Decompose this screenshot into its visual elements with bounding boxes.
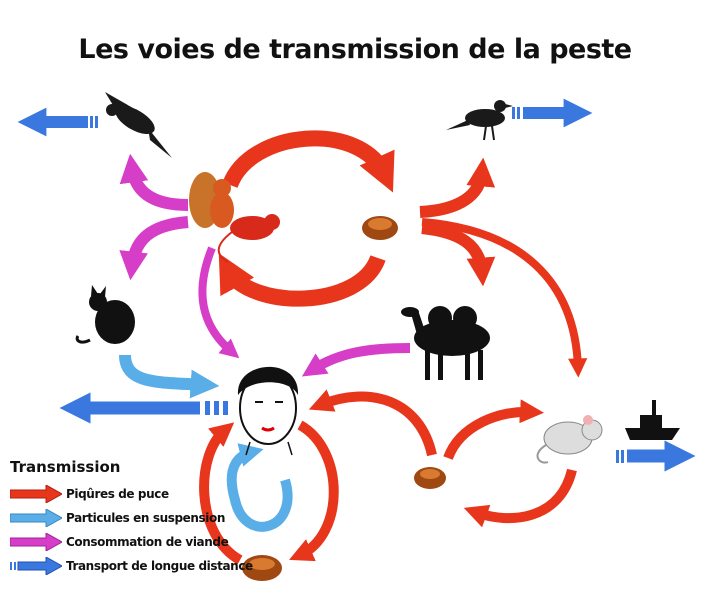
flea-icon [414,467,446,489]
light-blue-arrow-icon [10,509,62,527]
flea-bite-arrow-to-camel [421,222,496,287]
flea-bite-arrow-flea-to-human-left [199,422,243,565]
airborne-arrow-human-cycle [226,443,293,532]
flea-bite-arrow-rodent-to-flea [222,130,395,193]
legend-label: Piqûres de puce [66,487,169,501]
legend-item-airborne: Particules en suspension [10,506,253,530]
squirrel-icon [189,172,234,228]
flea-bite-arrow-human-to-flea [289,420,339,562]
transport-arrow-ship [616,440,696,472]
flea-bite-arrow-flea-to-human [308,389,437,457]
bird-icon [446,100,513,141]
crow-icon [105,92,172,158]
camel-icon [401,306,490,380]
flea-bite-arrow-to-rat [421,218,588,378]
ship-icon [625,400,680,440]
cat-icon [75,285,135,344]
meat-arrow-to-cat [119,216,189,281]
legend-heading: Transmission [10,458,121,476]
human-face-icon [237,366,299,456]
flea-bite-arrow-to-bird [419,157,496,218]
legend-label: Transport de longue distance [66,559,253,573]
blue-arrow-icon [10,557,62,575]
flea-icon [362,216,398,240]
legend-label: Consommation de viande [66,535,229,549]
mouse-icon [217,214,280,263]
flea-icon [242,555,282,581]
magenta-arrow-icon [10,533,62,551]
legend-item-flea-bites: Piqûres de puce [10,482,253,506]
legend-label: Particules en suspension [66,511,225,525]
meat-arrow-to-human [198,246,240,359]
legend-item-transport: Transport de longue distance [10,554,253,578]
diagram-title: Les voies de transmission de la peste [78,34,632,65]
flea-bite-arrow-flea-to-rat [443,399,544,460]
legend-item-meat: Consommation de viande [10,530,253,554]
flea-bite-arrow-rat-to-flea [463,468,577,528]
transport-arrow-human [59,392,228,424]
legend: Transmission Piqûres de puce Particules … [10,458,253,578]
flea-bite-arrow-flea-to-rodent [218,253,386,307]
meat-arrow-to-crow [119,153,189,211]
rat-icon [536,415,603,464]
transport-arrow-crow [17,107,98,137]
meat-arrow-camel-to-human [301,343,411,377]
airborne-arrow-cat-to-human [119,354,220,399]
transport-arrow-bird [512,98,593,128]
red-arrow-icon [10,485,62,503]
